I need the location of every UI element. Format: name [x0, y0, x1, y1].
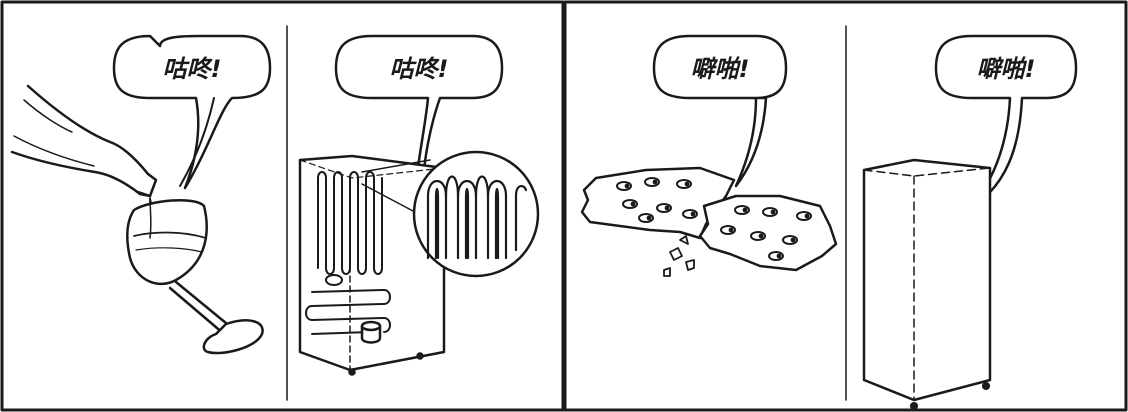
left-frame — [0, 0, 565, 412]
sound-label-3: 噼啪! — [691, 55, 750, 83]
speech-bubble-1: 咕咚! — [112, 34, 272, 190]
right-frame — [563, 0, 1128, 412]
refrigerator-cabinet-icon — [862, 158, 992, 411]
speech-bubble-2: 咕咚! — [334, 34, 504, 172]
sound-label-2: 咕咚! — [390, 55, 449, 83]
speech-bubble-3: 噼啪! — [652, 34, 788, 188]
panel-2: 咕咚! — [298, 34, 540, 376]
sound-label-1: 咕咚! — [163, 55, 222, 83]
ice-fragments — [663, 235, 695, 277]
panel-3: 噼啪! — [580, 34, 838, 277]
refrigerator-coils-icon — [298, 154, 446, 376]
magnifier-circle — [412, 150, 540, 278]
wine-glass-icon — [126, 197, 264, 355]
panel-1: 咕咚! — [10, 34, 272, 355]
ice-tray-cracking-icon — [580, 166, 838, 277]
panel-4: 噼啪! — [862, 34, 1078, 411]
sound-label-4: 噼啪! — [977, 55, 1036, 83]
